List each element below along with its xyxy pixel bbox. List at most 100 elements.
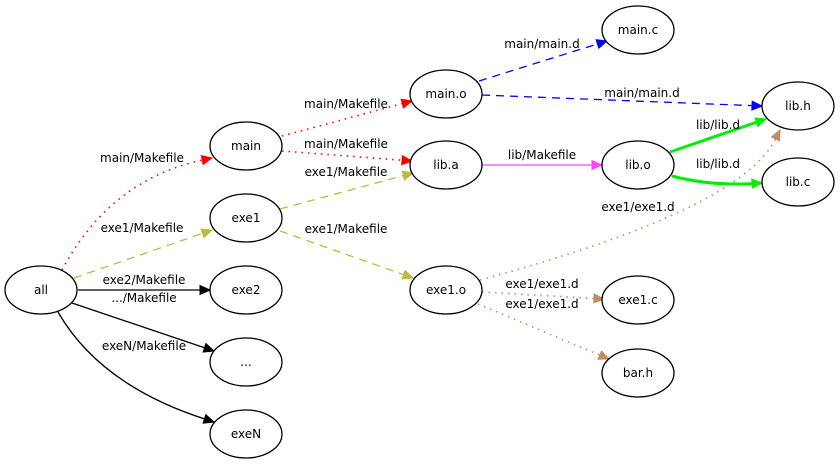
edges-layer <box>57 39 781 424</box>
arrowhead-icon <box>401 154 414 166</box>
node-label: main.c <box>618 23 658 37</box>
edge-all-to-dots <box>71 302 216 353</box>
node-label: lib.c <box>786 175 811 189</box>
node-main-o[interactable]: main.o <box>409 69 483 119</box>
arrowhead-icon <box>200 228 214 239</box>
node-exe1[interactable]: exe1 <box>209 193 283 243</box>
arrowhead-icon <box>400 98 414 109</box>
edge-main_o-to-main_c <box>478 39 609 82</box>
edge-exe1-to-lib_a <box>279 170 415 210</box>
node-label: ... <box>240 355 251 369</box>
node-lib-a[interactable]: lib.a <box>409 140 483 190</box>
node-ellipse[interactable] <box>761 157 835 207</box>
node-bar-h[interactable]: bar.h <box>601 348 675 398</box>
node-label: lib.h <box>785 99 811 113</box>
edge-labels-layer: main/Makefile exe1/Makefile exe2/Makefile.… <box>100 37 740 353</box>
arrowhead-icon <box>751 178 764 189</box>
node-label: exe1.o <box>426 283 466 297</box>
edge-exe1_o-to-bar_h <box>477 303 611 360</box>
edge-exe1_o-to-exe1_c <box>481 291 606 304</box>
edge-line <box>73 232 203 279</box>
node-ellipse[interactable] <box>601 5 675 55</box>
edge-line <box>477 303 601 356</box>
node-label: lib.a <box>433 158 458 172</box>
edge-main-to-lib_a <box>281 150 414 166</box>
node-all[interactable]: all <box>4 265 78 315</box>
node-lib-c[interactable]: lib.c <box>761 157 835 207</box>
arrowhead-icon <box>770 128 781 142</box>
edge-all-to-exe2 <box>78 284 212 296</box>
edge-label: exe1/Makefile <box>101 221 184 235</box>
node-ellipse[interactable] <box>601 348 675 398</box>
edge-line <box>71 302 205 349</box>
arrowhead-icon <box>202 342 216 353</box>
arrowhead-icon <box>595 39 609 50</box>
arrowhead-icon <box>401 170 415 181</box>
node-exe1-c[interactable]: exe1.c <box>601 275 675 325</box>
edge-label: lib/Makefile <box>508 148 576 162</box>
edge-line <box>669 120 758 154</box>
arrowhead-icon <box>593 293 606 304</box>
edge-lib_o-to-lib_h <box>669 117 768 154</box>
node-ellipse[interactable] <box>209 193 283 243</box>
node-ellipse[interactable] <box>209 409 283 459</box>
edge-lib_o-to-lib_c <box>671 174 764 189</box>
edge-line <box>481 94 753 107</box>
arrowhead-icon <box>754 117 768 128</box>
edge-line <box>57 311 205 420</box>
edge-label: exe1/Makefile <box>305 165 388 179</box>
node-ellipse[interactable] <box>409 265 483 315</box>
edge-line <box>279 174 404 210</box>
edge-line <box>479 138 777 281</box>
node-main[interactable]: main <box>209 121 283 171</box>
node-exe2[interactable]: exe2 <box>209 265 283 315</box>
edge-line <box>478 43 598 82</box>
node-label: exe1 <box>232 211 261 225</box>
edge-label: exe1/Makefile <box>305 222 388 236</box>
nodes-layer: allmainexe1exe2...exeNmain.olib.aexe1.om… <box>4 5 835 459</box>
edge-line <box>281 150 403 162</box>
edge-all-to-exe1 <box>73 228 214 279</box>
edge-all-to-exeN <box>57 311 216 424</box>
edge-line <box>281 102 403 137</box>
arrowhead-icon <box>597 350 611 360</box>
node-main-c[interactable]: main.c <box>601 5 675 55</box>
node-ellipse[interactable] <box>209 265 283 315</box>
edge-exe1_o-to-lib_h <box>479 128 781 281</box>
node-ellipse[interactable] <box>209 121 283 171</box>
node-lib-h[interactable]: lib.h <box>761 81 835 131</box>
arrowhead-icon <box>401 269 415 280</box>
node-ellipse[interactable] <box>761 81 835 131</box>
node-label: main <box>231 139 261 153</box>
edge-label: main/Makefile <box>100 151 184 165</box>
node-ellipse[interactable] <box>601 275 675 325</box>
edge-label: exe1/exe1.d <box>601 200 674 214</box>
node-lib-o[interactable]: lib.o <box>601 140 675 190</box>
node-label: exe2 <box>232 283 261 297</box>
edge-label: main/main.d <box>504 37 579 51</box>
node-ellipse[interactable] <box>409 69 483 119</box>
node-ellipse[interactable] <box>601 140 675 190</box>
node-ellipse[interactable] <box>4 265 78 315</box>
node-ellipse[interactable] <box>209 337 283 387</box>
edge-label: .../Makefile <box>111 291 176 305</box>
node-exe1-o[interactable]: exe1.o <box>409 265 483 315</box>
edge-label: main/Makefile <box>304 137 388 151</box>
edge-label: lib/lib.d <box>696 118 740 132</box>
arrowhead-icon <box>199 284 212 296</box>
edge-label: exe2/Makefile <box>103 273 186 287</box>
node-label: main.o <box>425 87 466 101</box>
edge-line <box>61 159 203 271</box>
node-label: all <box>34 283 48 297</box>
arrowhead-icon <box>751 100 764 111</box>
node-exeN[interactable]: exeN <box>209 409 283 459</box>
edge-label: exe1/exe1.d <box>505 297 578 311</box>
node-dots[interactable]: ... <box>209 337 283 387</box>
node-ellipse[interactable] <box>409 140 483 190</box>
arrowhead-icon <box>591 159 604 171</box>
edge-line <box>671 174 753 186</box>
edge-main-to-main_o <box>281 98 414 137</box>
edge-line <box>279 230 404 276</box>
edge-label: exe1/exe1.d <box>505 277 578 291</box>
